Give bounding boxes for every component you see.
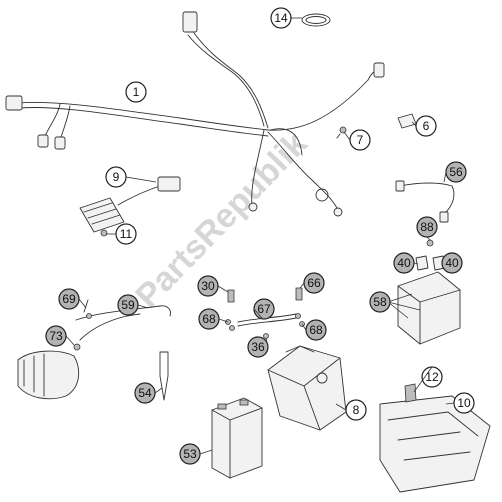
- callout-69[interactable]: 69: [58, 288, 80, 310]
- callout-1-label: 1: [133, 85, 140, 99]
- callout-54-label: 54: [138, 386, 152, 400]
- callout-40-right[interactable]: 40: [441, 252, 463, 274]
- callout-6-label: 6: [423, 119, 430, 133]
- main-wiring-harness: [5, 11, 385, 217]
- callout-56[interactable]: 56: [445, 161, 467, 183]
- starter-relay: [397, 255, 461, 345]
- callout-58-label: 58: [373, 295, 387, 309]
- callout-59-label: 59: [121, 298, 135, 312]
- voltage-regulator: [79, 176, 181, 237]
- callout-10[interactable]: 10: [453, 392, 475, 414]
- callout-73[interactable]: 73: [45, 325, 67, 347]
- callout-40-right-label: 40: [445, 256, 459, 270]
- callout-11[interactable]: 11: [115, 223, 137, 245]
- battery: [211, 397, 263, 479]
- callout-54[interactable]: 54: [134, 382, 156, 404]
- callout-12-label: 12: [425, 370, 439, 384]
- callout-40-left-label: 40: [397, 256, 411, 270]
- callout-9-label: 9: [113, 170, 120, 184]
- cable-56: [395, 180, 455, 223]
- callout-68-left-label: 68: [202, 312, 216, 326]
- control-unit-bracket: [379, 383, 491, 493]
- callout-36[interactable]: 36: [247, 336, 269, 358]
- callout-73-label: 73: [49, 329, 63, 343]
- callout-30[interactable]: 30: [197, 275, 219, 297]
- callout-10-label: 10: [457, 396, 471, 410]
- callout-66[interactable]: 66: [303, 272, 325, 294]
- nut-88: [426, 239, 434, 247]
- callout-58[interactable]: 58: [369, 291, 391, 313]
- callout-67[interactable]: 67: [253, 298, 275, 320]
- callout-56-label: 56: [449, 165, 463, 179]
- callout-36-label: 36: [251, 340, 265, 354]
- clip-part: [397, 113, 417, 129]
- battery-box: [267, 345, 347, 431]
- callout-7[interactable]: 7: [349, 129, 371, 151]
- callout-68-right[interactable]: 68: [305, 319, 327, 341]
- callout-88-label: 88: [420, 220, 434, 234]
- callout-88[interactable]: 88: [416, 216, 438, 238]
- callout-67-label: 67: [257, 302, 271, 316]
- callout-69-label: 69: [62, 292, 76, 306]
- starter-motor: [17, 299, 171, 400]
- terminal-54: [159, 351, 169, 401]
- callout-7-label: 7: [357, 133, 364, 147]
- callout-68-left[interactable]: 68: [198, 308, 220, 330]
- callout-40-left[interactable]: 40: [393, 252, 415, 274]
- callout-14-label: 14: [274, 11, 288, 25]
- callout-66-label: 66: [307, 276, 321, 290]
- callout-14[interactable]: 14: [270, 7, 292, 29]
- callout-53[interactable]: 53: [179, 443, 201, 465]
- callout-9[interactable]: 9: [105, 166, 127, 188]
- callout-53-label: 53: [183, 447, 197, 461]
- callout-1[interactable]: 1: [125, 81, 147, 103]
- small-screw: [336, 126, 347, 139]
- callout-59[interactable]: 59: [117, 294, 139, 316]
- callout-6[interactable]: 6: [415, 115, 437, 137]
- cable-tie: [301, 13, 331, 27]
- callout-8[interactable]: 8: [345, 399, 367, 421]
- callout-30-label: 30: [201, 279, 215, 293]
- callout-68-right-label: 68: [309, 323, 323, 337]
- callout-12[interactable]: 12: [421, 366, 443, 388]
- callout-8-label: 8: [353, 403, 360, 417]
- callout-11-label: 11: [120, 227, 133, 241]
